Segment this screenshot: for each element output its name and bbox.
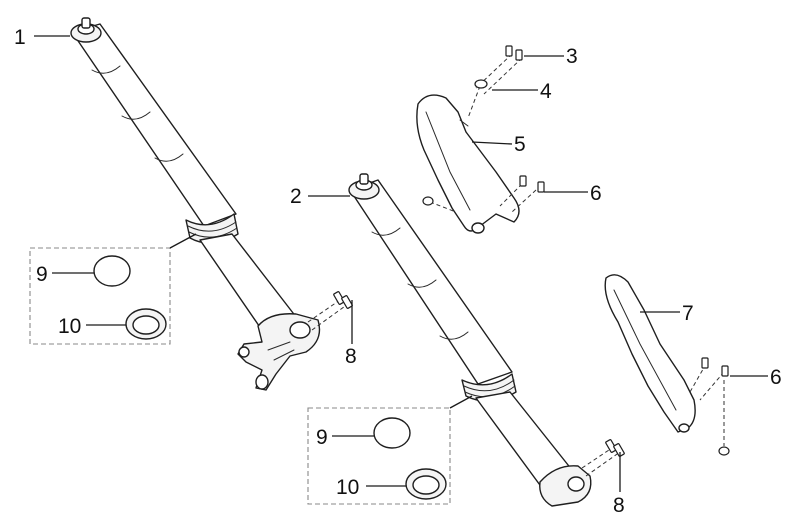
- callout-6-upper: 6: [590, 182, 602, 205]
- right-fork-tube: [348, 173, 592, 507]
- guard-hardware-upper: [422, 45, 545, 213]
- seal-kit-box-left: [29, 233, 197, 345]
- callout-9-left: 9: [36, 263, 48, 286]
- callout-3: 3: [566, 45, 578, 68]
- callout-4: 4: [540, 80, 552, 103]
- callout-8-right: 8: [613, 494, 625, 517]
- callout-10-left: 10: [58, 315, 81, 338]
- callout-8-left: 8: [345, 345, 357, 368]
- o-ring-left: [93, 255, 131, 287]
- callout-2: 2: [290, 185, 302, 208]
- fork-guard-lower: [604, 274, 696, 433]
- callout-6-lower: 6: [770, 366, 782, 389]
- callout-5: 5: [514, 133, 526, 156]
- o-ring-right: [373, 417, 411, 449]
- callout-7: 7: [682, 302, 694, 325]
- bolt-pair-left: [307, 291, 353, 331]
- callout-9-right: 9: [316, 426, 328, 449]
- guard-hardware-lower: [689, 357, 730, 456]
- callout-1: 1: [14, 26, 26, 49]
- leader-lines: [34, 35, 768, 492]
- fork-guard-upper: [416, 94, 520, 234]
- left-fork-tube: [70, 17, 321, 391]
- callout-10-right: 10: [336, 476, 359, 499]
- bolt-pair-right: [581, 439, 625, 477]
- seal-kit-box-right: [307, 395, 473, 505]
- callout-labels: 1 2 3 4 5 6 6 7 8 8 9 9 10 10: [14, 26, 782, 517]
